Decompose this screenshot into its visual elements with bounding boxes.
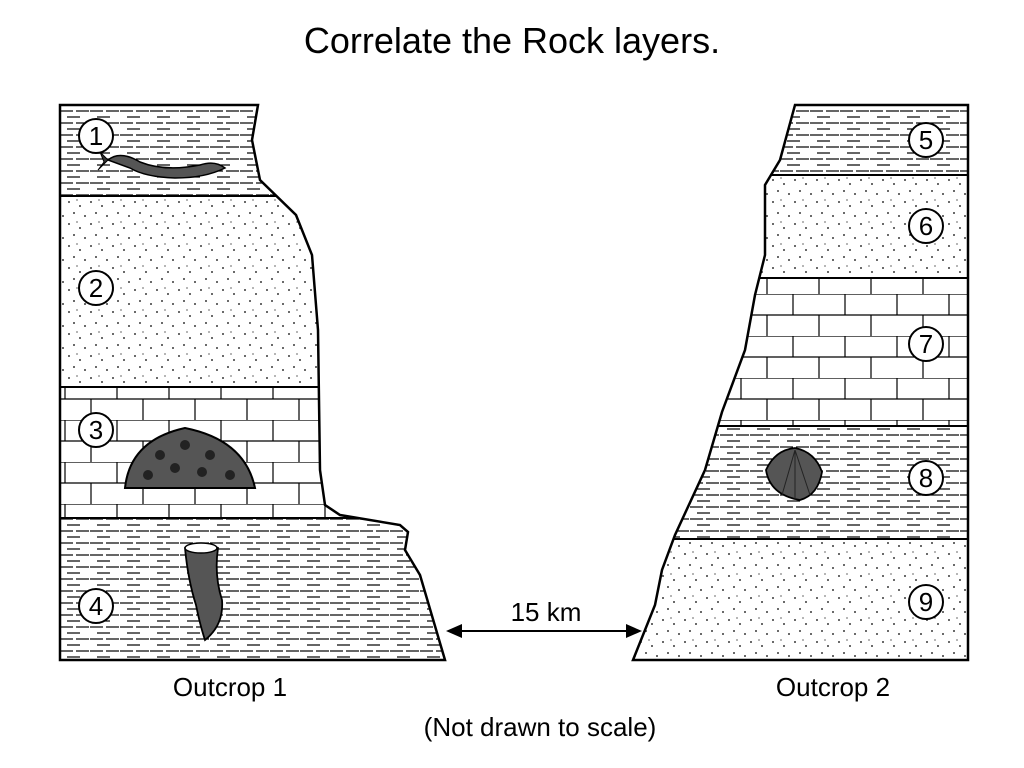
outcrop-2-layers [620,100,980,664]
outcrop-1-layers [40,100,500,663]
layer-marker-4: 4 [79,589,113,623]
outcrop-2-label: Outcrop 2 [776,672,890,702]
svg-text:3: 3 [89,415,103,445]
svg-text:9: 9 [919,587,933,617]
svg-text:2: 2 [89,273,103,303]
svg-text:6: 6 [919,211,933,241]
svg-text:8: 8 [919,463,933,493]
svg-text:4: 4 [89,591,103,621]
layer-marker-7: 7 [909,327,943,361]
layer-marker-2: 2 [79,271,113,305]
layer-marker-1: 1 [79,119,113,153]
outcrop-1-label: Outcrop 1 [173,672,287,702]
layer-marker-8: 8 [909,461,943,495]
layer-marker-6: 6 [909,209,943,243]
svg-text:1: 1 [89,121,103,151]
layer-marker-5: 5 [909,123,943,157]
scale-note: (Not drawn to scale) [424,712,657,742]
svg-text:7: 7 [919,329,933,359]
layer-marker-3: 3 [79,413,113,447]
layer-marker-9: 9 [909,585,943,619]
svg-text:5: 5 [919,125,933,155]
distance-label: 15 km [511,597,582,627]
